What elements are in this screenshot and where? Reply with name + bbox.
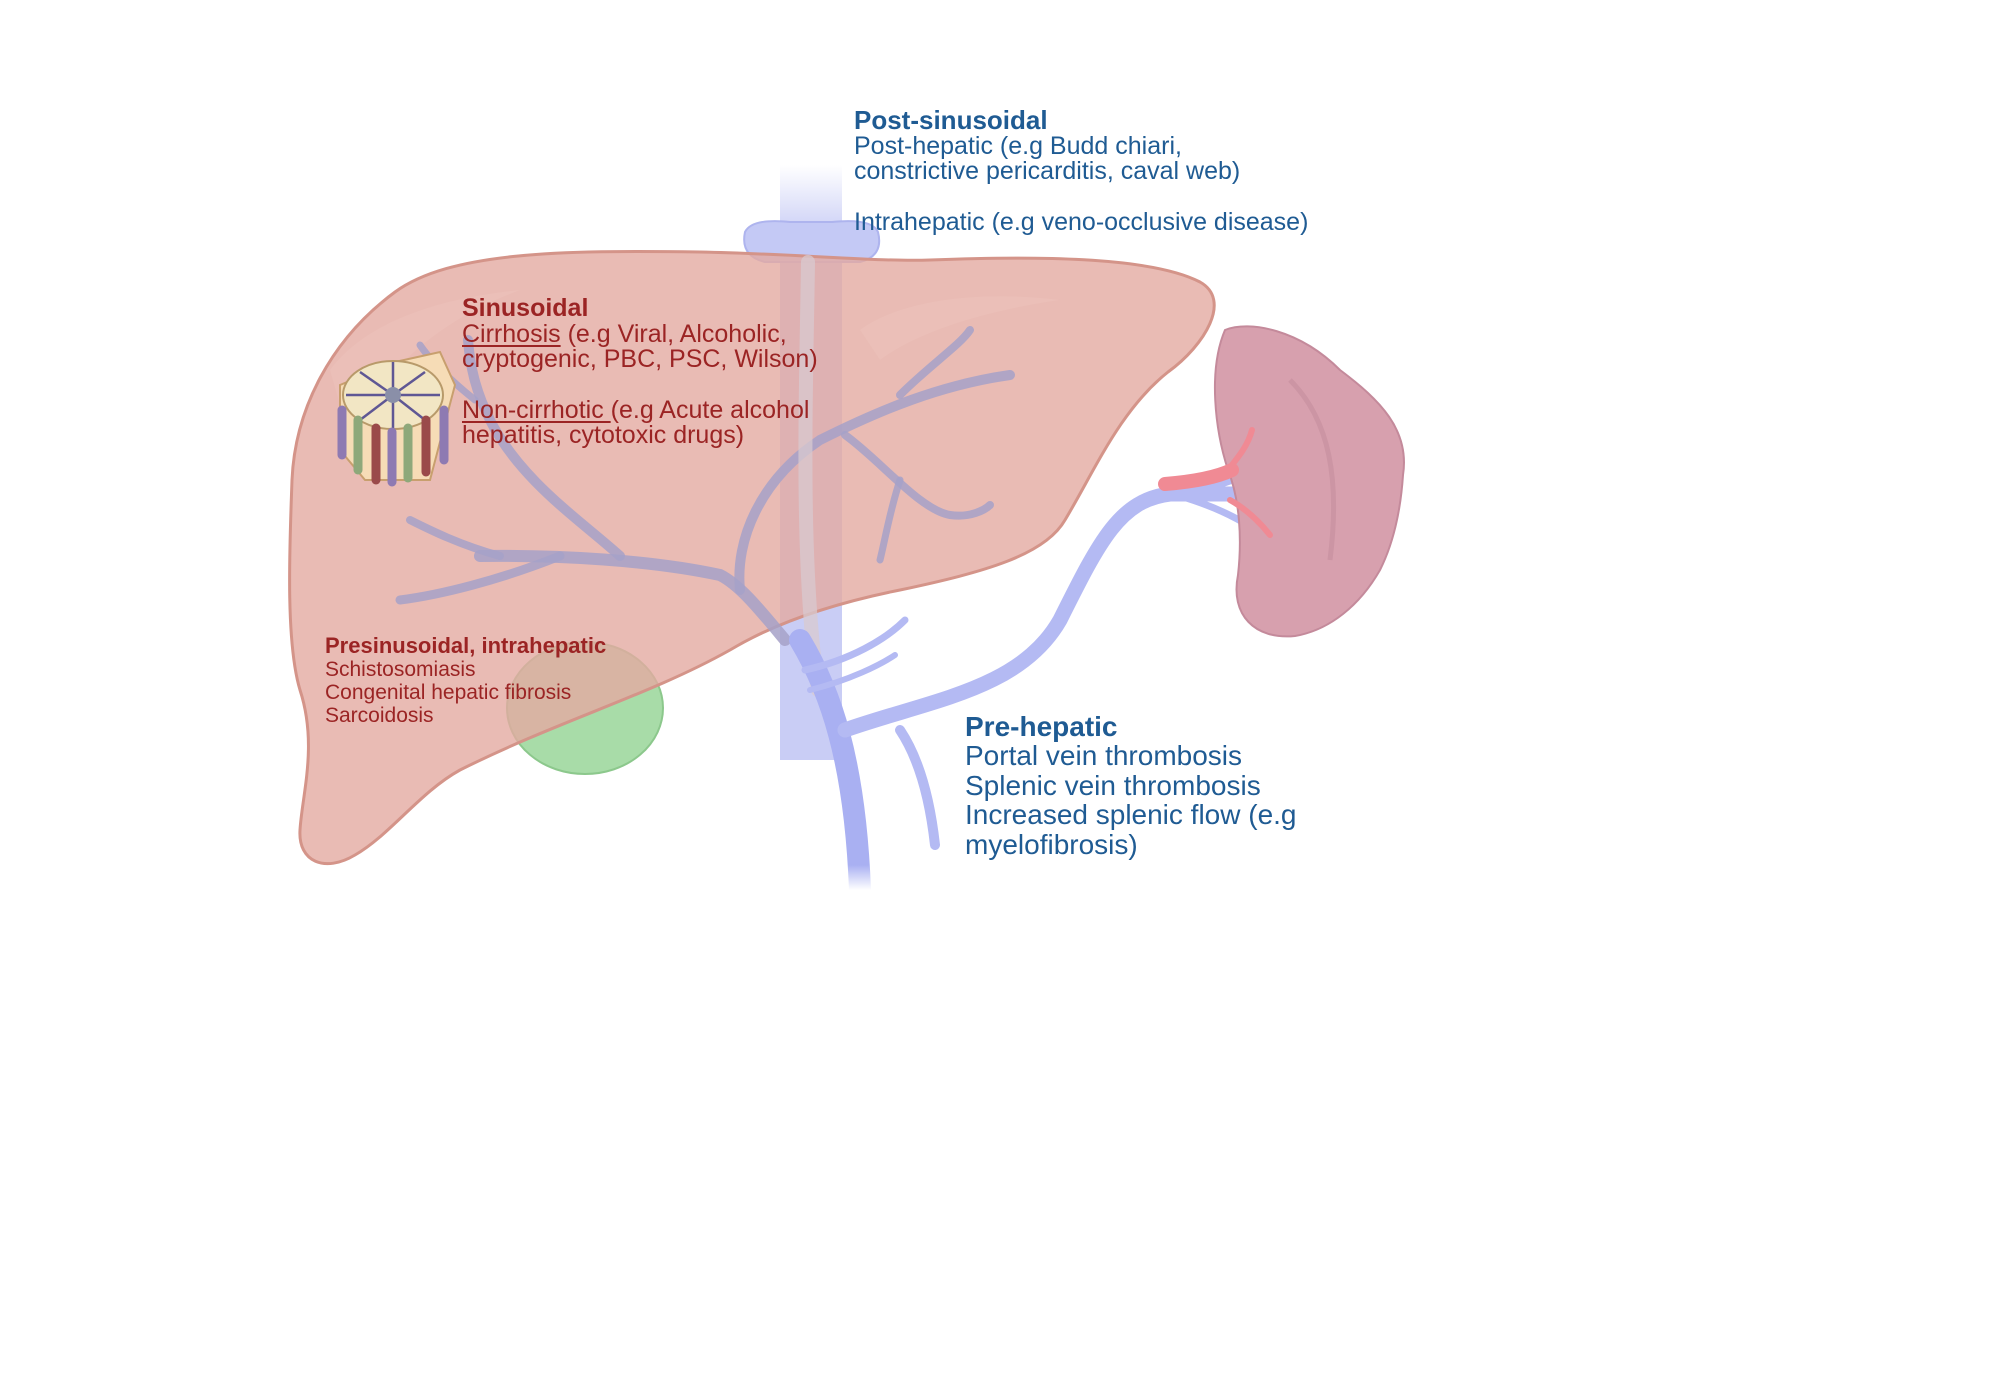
noncirrhotic-line-1: Non-cirrhotic (e.g Acute alcohol — [462, 395, 818, 424]
liver-lobule-icon — [337, 350, 457, 487]
cirrhosis-line-2: cryptogenic, PBC, PSC, Wilson) — [462, 345, 818, 373]
intrahepatic-portal-branches — [395, 326, 1015, 646]
pre-hepatic-item: myelofibrosis) — [965, 828, 1138, 860]
presinusoidal-item: Schistosomiasis — [325, 658, 476, 682]
presinusoidal-item: Sarcoidosis — [325, 704, 434, 728]
pre-hepatic-label: Pre-hepatic Portal vein thrombosis Splen… — [965, 712, 1297, 859]
post-sinusoidal-label: Post-sinusoidal Post-hepatic (e.g Budd c… — [854, 107, 1308, 235]
post-hepatic-line-1: Post-hepatic (e.g Budd chiari, — [854, 131, 1182, 160]
presinusoidal-heading: Presinusoidal, intrahepatic — [325, 633, 607, 658]
intrahepatic-line: Intrahepatic (e.g veno-occlusive disease… — [854, 207, 1309, 236]
sinusoidal-heading: Sinusoidal — [462, 294, 589, 322]
hepatic-vein-tract — [798, 255, 825, 697]
splenic-artery — [1158, 427, 1273, 538]
presinusoidal-label: Presinusoidal, intrahepatic Schistosomia… — [325, 633, 607, 728]
spleen — [1214, 325, 1405, 638]
noncirrhotic-term: Non-cirrhotic — [462, 395, 611, 424]
pre-hepatic-item: Portal vein thrombosis — [965, 740, 1243, 772]
pre-hepatic-item: Splenic vein thrombosis — [965, 769, 1261, 801]
noncirrhotic-examples: (e.g Acute alcohol — [610, 395, 810, 424]
cirrhosis-examples: (e.g Viral, Alcoholic, — [560, 319, 787, 348]
presinusoidal-item: Congenital hepatic fibrosis — [325, 681, 572, 705]
pre-hepatic-heading: Pre-hepatic — [965, 711, 1118, 742]
sinusoidal-label: Sinusoidal Cirrhosis (e.g Viral, Alcohol… — [462, 294, 818, 449]
post-hepatic-line-2: constrictive pericarditis, caval web) — [854, 157, 1241, 186]
cirrhosis-term: Cirrhosis — [462, 319, 561, 348]
post-sinusoidal-heading: Post-sinusoidal — [854, 105, 1048, 135]
noncirrhotic-line-2: hepatitis, cytotoxic drugs) — [462, 421, 745, 449]
cirrhosis-line-1: Cirrhosis (e.g Viral, Alcoholic, — [462, 319, 818, 348]
pre-hepatic-item: Increased splenic flow (e.g — [965, 799, 1297, 831]
